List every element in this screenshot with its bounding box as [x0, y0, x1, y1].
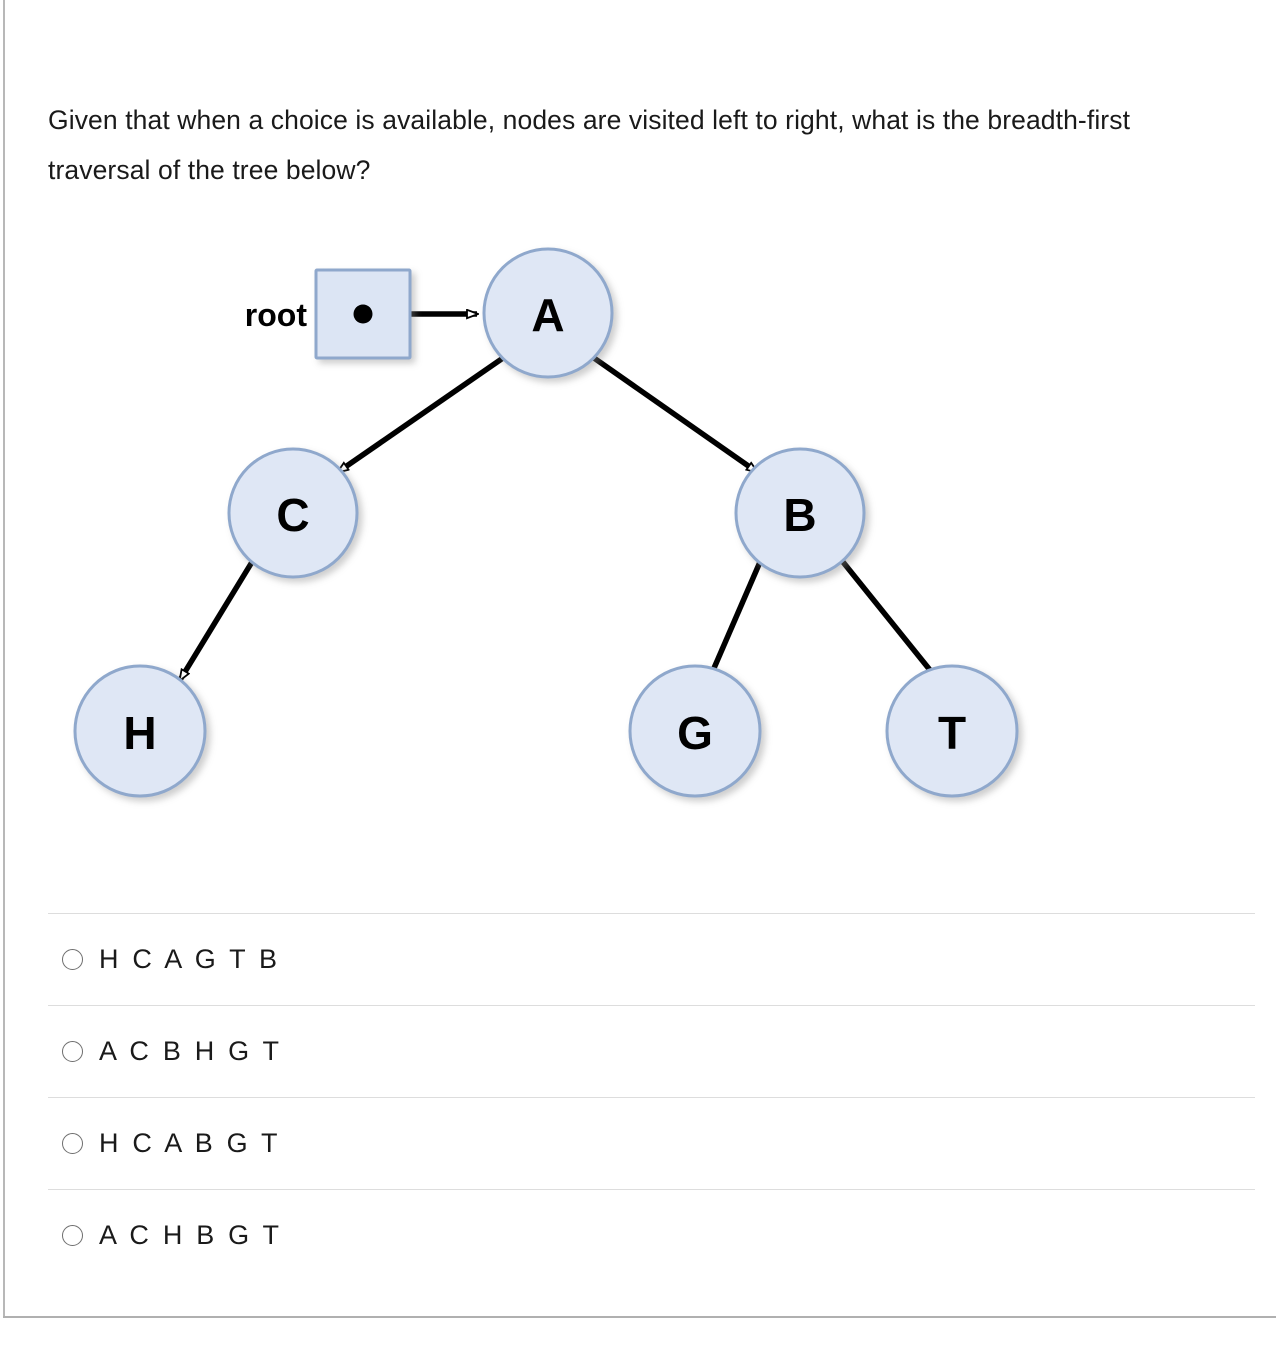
radio-button-icon[interactable]: [62, 948, 83, 970]
answer-option-1[interactable]: H C A G T B: [0, 913, 1276, 1005]
answer-option-3-label: H C A B G T: [99, 1127, 281, 1158]
binary-tree-diagram: root A C B H G: [0, 210, 1276, 870]
tree-node-G: G: [628, 664, 762, 798]
tree-node-T: T: [885, 664, 1019, 798]
radio-button-icon[interactable]: [62, 1224, 83, 1246]
edge-B-to-G: [705, 560, 763, 682]
answer-option-2-label: A C B H G T: [99, 1035, 283, 1066]
answer-option-2[interactable]: A C B H G T: [0, 1005, 1276, 1097]
tree-node-G-label: G: [677, 707, 713, 759]
tree-node-B: B: [734, 447, 866, 579]
tree-node-A-label: A: [531, 289, 564, 341]
question-text: Given that when a choice is available, n…: [48, 105, 1131, 185]
answer-option-1-label: H C A G T B: [99, 943, 281, 974]
answer-divider: [48, 1097, 1255, 1098]
tree-node-C-label: C: [276, 489, 309, 541]
root-pointer-box: [314, 268, 412, 360]
card-left-border: [3, 0, 5, 1318]
edge-A-to-C: [338, 355, 505, 475]
answer-options-list: H C A G T B A C B H G T H C A B G T A C …: [0, 913, 1276, 1281]
answer-divider: [48, 913, 1255, 914]
answer-divider: [48, 1005, 1255, 1006]
edge-C-to-H: [177, 560, 255, 680]
tree-node-C: C: [227, 447, 359, 579]
answer-option-4[interactable]: A C H B G T: [0, 1189, 1276, 1281]
root-pointer-label: root: [245, 297, 308, 333]
tree-node-T-label: T: [938, 707, 966, 759]
tree-node-H-label: H: [123, 707, 156, 759]
tree-node-A: A: [482, 247, 614, 379]
edge-A-to-B: [592, 355, 757, 475]
tree-node-H: H: [73, 664, 207, 798]
answer-option-4-label: A C H B G T: [99, 1219, 283, 1250]
tree-node-B-label: B: [783, 489, 816, 541]
radio-button-icon[interactable]: [62, 1132, 83, 1154]
answer-option-3[interactable]: H C A B G T: [0, 1097, 1276, 1189]
edge-B-to-T: [840, 560, 938, 680]
radio-button-icon[interactable]: [62, 1040, 83, 1062]
card-bottom-border: [3, 1316, 1276, 1318]
answer-divider: [48, 1189, 1255, 1190]
